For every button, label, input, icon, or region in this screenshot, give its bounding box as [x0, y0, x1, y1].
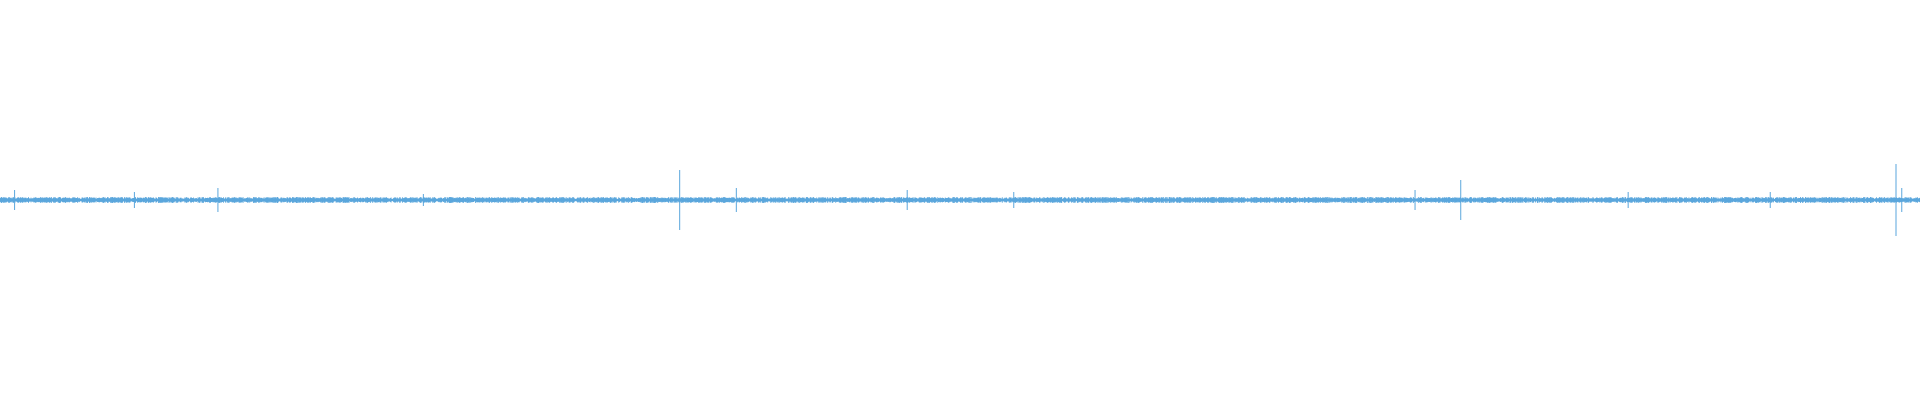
waveform-trace — [0, 164, 1920, 236]
